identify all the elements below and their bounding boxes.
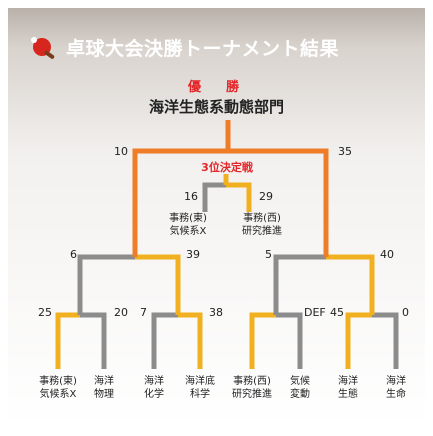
team-6: 気候 変動 xyxy=(270,375,330,401)
semi-left-b-score: 39 xyxy=(186,248,200,261)
team-8: 海洋 生命 xyxy=(366,375,426,401)
r1-score-2: 20 xyxy=(114,306,128,319)
final-left-score: 10 xyxy=(114,145,128,158)
team-2-line2: 物理 xyxy=(94,389,114,400)
third-place-label: 3位決定戦 xyxy=(201,161,253,174)
team-5-line2: 研究推進 xyxy=(232,389,272,400)
r1-score-3: 7 xyxy=(140,306,147,319)
team-3-line2: 化学 xyxy=(144,389,164,400)
r1-m1-right xyxy=(80,312,107,369)
team-6-line2: 変動 xyxy=(290,389,310,400)
semi-left-b xyxy=(135,254,181,315)
pingpong-icon xyxy=(31,37,55,59)
third-right-team: 事務(西) 研究推進 xyxy=(232,212,292,238)
r1-score-7: 45 xyxy=(330,306,344,319)
semi-right-b-score: 40 xyxy=(380,248,394,261)
team-5: 事務(西) 研究推進 xyxy=(222,375,282,401)
team-4: 海洋底 科学 xyxy=(170,375,230,401)
r1-score-1: 25 xyxy=(38,306,52,319)
team-4-line2: 科学 xyxy=(190,389,210,400)
final-left xyxy=(132,148,228,257)
team-1-line1: 事務(東) xyxy=(39,376,77,387)
third-right-score: 29 xyxy=(259,190,273,203)
team-1-line2: 気候系X xyxy=(39,389,77,400)
third-left-team-line1: 事務(東) xyxy=(169,213,207,224)
r1-score-6: DEF xyxy=(304,306,326,319)
r1-m2-left xyxy=(151,312,178,369)
semi-left-a xyxy=(77,254,135,315)
final-right-score: 35 xyxy=(338,145,352,158)
champion-team: 海洋生態系動態部門 xyxy=(148,98,284,116)
team-5-line1: 事務(西) xyxy=(233,376,271,387)
third-right xyxy=(226,182,252,212)
champion-label: 優 勝 xyxy=(187,80,245,95)
title-bar: 卓球大会決勝トーナメント結果 xyxy=(30,32,339,62)
r1-m3-left xyxy=(249,312,276,369)
final-right xyxy=(228,148,329,257)
semi-right-a-score: 5 xyxy=(265,248,272,261)
team-3: 海洋 化学 xyxy=(124,375,184,401)
team-3-line1: 海洋 xyxy=(144,376,164,387)
third-left xyxy=(202,182,226,212)
team-6-line1: 気候 xyxy=(290,376,310,387)
tournament-panel xyxy=(8,8,425,428)
third-right-team-line2: 研究推進 xyxy=(242,226,282,237)
team-7-line2: 生態 xyxy=(338,389,358,400)
team-8-line1: 海洋 xyxy=(386,376,406,387)
team-4-line1: 海洋底 xyxy=(185,376,215,387)
team-2: 海洋 物理 xyxy=(74,375,134,401)
r1-score-4: 38 xyxy=(209,306,223,319)
page-title: 卓球大会決勝トーナメント結果 xyxy=(66,37,340,60)
team-7-line1: 海洋 xyxy=(338,376,358,387)
team-7: 海洋 生態 xyxy=(318,375,378,401)
team-8-line2: 生命 xyxy=(386,389,406,400)
r1-m1-left xyxy=(55,312,80,369)
semi-right-a xyxy=(273,254,326,315)
third-right-team-line1: 事務(西) xyxy=(243,213,281,224)
semi-left-a-score: 6 xyxy=(70,248,77,261)
r1-m4-right xyxy=(372,312,399,369)
team-1: 事務(東) 気候系X xyxy=(28,375,88,401)
third-left-team: 事務(東) 気候系X xyxy=(158,212,218,238)
r1-m4-left xyxy=(345,312,372,369)
third-left-score: 16 xyxy=(184,190,198,203)
team-2-line1: 海洋 xyxy=(94,376,114,387)
r1-m2-right xyxy=(178,312,203,369)
r1-m3-right xyxy=(276,312,303,369)
r1-score-8: 0 xyxy=(402,306,409,319)
semi-right-b xyxy=(326,254,375,315)
third-left-team-line2: 気候系X xyxy=(169,226,207,237)
